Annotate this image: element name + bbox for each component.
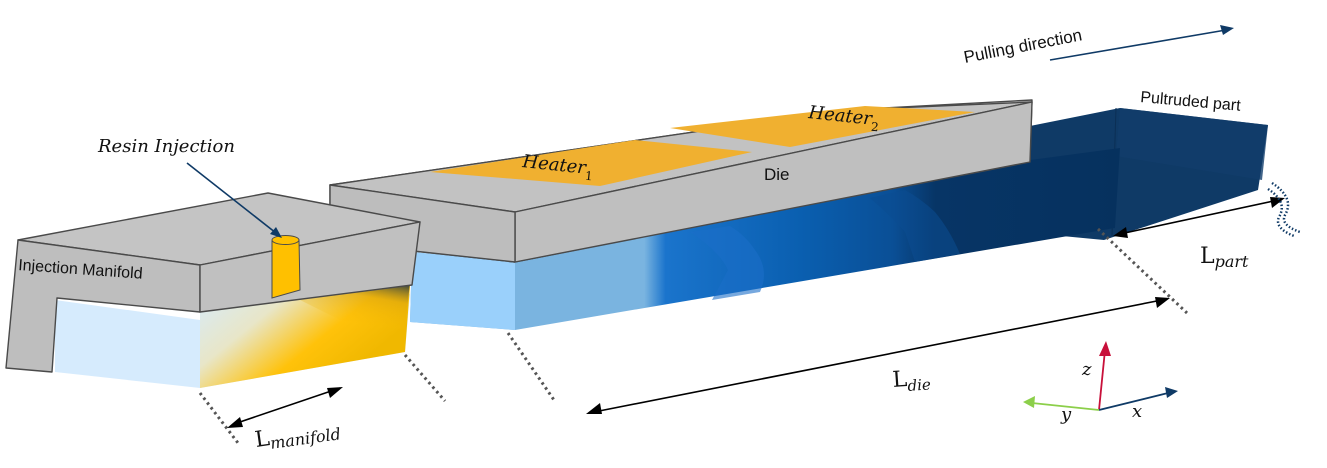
injection-manifold: Injection Manifold <box>5 192 421 388</box>
die-box: Heater1 Heater2 Die <box>329 99 1033 263</box>
die-resin-region <box>410 148 1120 330</box>
pultruded-part-label: Pultruded part <box>1140 89 1242 115</box>
pulling-direction-label: Pulling direction <box>962 25 1083 67</box>
l-part-label: Lpart <box>1200 244 1249 271</box>
z-axis-label: z <box>1081 359 1092 380</box>
coordinate-axes: z x y <box>1023 341 1178 425</box>
pulling-direction-annotation: Pulling direction <box>962 25 1234 67</box>
z-axis-arrow-icon <box>1099 341 1111 356</box>
break-line-icon <box>1271 181 1301 234</box>
dimension-part: Lpart <box>1113 181 1301 271</box>
heater-2-zone <box>670 106 975 147</box>
resin-injection-annotation: Resin Injection <box>97 136 282 238</box>
pulling-direction-arrow <box>1049 29 1227 61</box>
die-label: Die <box>764 165 790 184</box>
x-axis <box>1098 392 1169 411</box>
pulling-arrow-head-icon <box>1220 25 1234 35</box>
heater-1-zone <box>430 140 752 186</box>
l-manifold-label: Lmanifold <box>253 416 342 455</box>
dimension-die: Ldie <box>506 227 1189 414</box>
resin-arrow-head-icon <box>270 227 282 238</box>
y-axis-arrow-icon <box>1023 396 1035 408</box>
resin-injection-label: Resin Injection <box>97 136 235 157</box>
y-axis <box>1031 402 1100 411</box>
z-axis <box>1098 349 1106 411</box>
x-axis-label: x <box>1132 401 1142 422</box>
l-die-label: Ldie <box>892 365 932 396</box>
x-axis-arrow-icon <box>1165 387 1178 398</box>
resin-injection-port <box>271 236 301 299</box>
y-axis-label: y <box>1060 404 1072 425</box>
